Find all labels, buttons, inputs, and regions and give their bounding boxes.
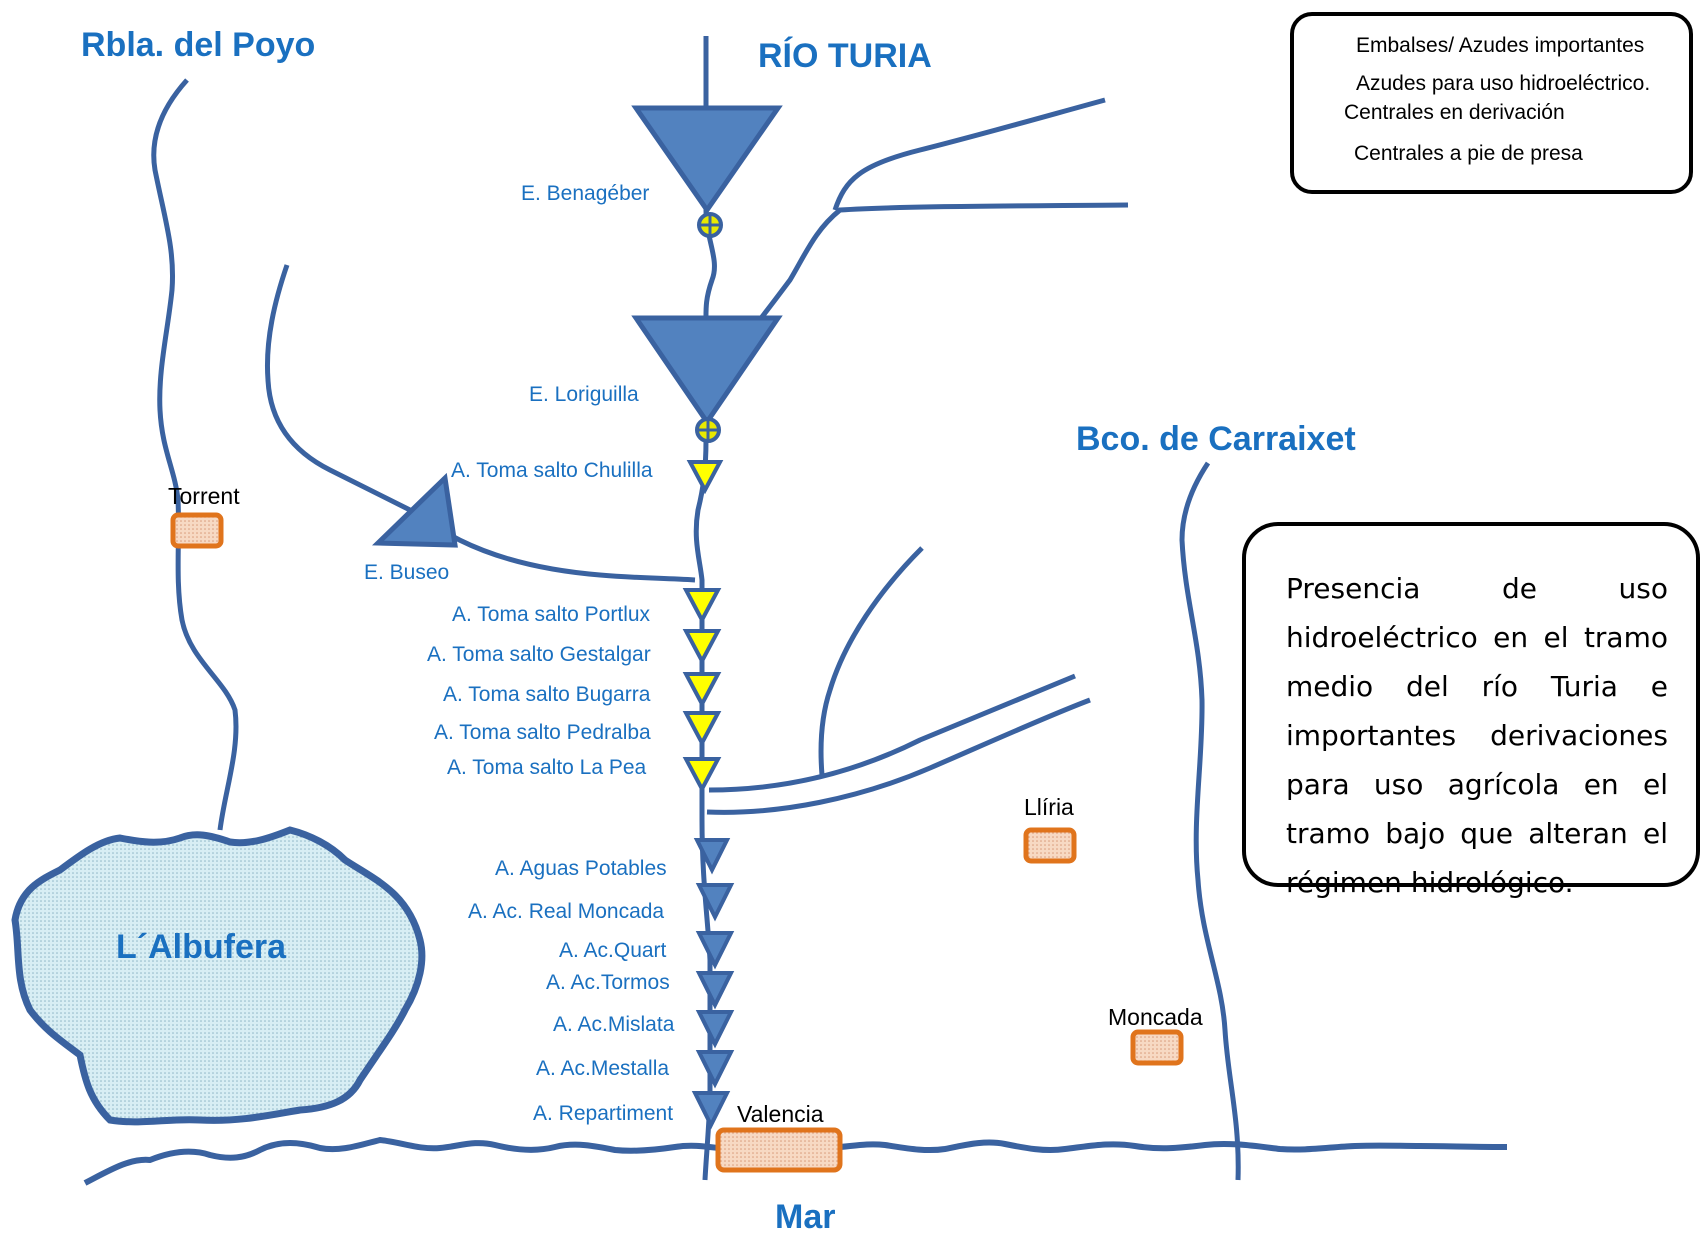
canal-lower bbox=[706, 697, 1091, 815]
weir-aguas-potables-icon bbox=[693, 838, 731, 875]
weir-real-moncada-icon bbox=[695, 883, 735, 922]
label-pedralba: A. Toma salto Pedralba bbox=[434, 721, 651, 744]
weir-tormos-icon bbox=[695, 971, 735, 1010]
label-tormos: A. Ac.Tormos bbox=[546, 971, 670, 994]
title-turia: RÍO TURIA bbox=[758, 37, 932, 75]
weir-gestalgar-icon bbox=[682, 629, 722, 666]
rambla-poyo-river bbox=[151, 78, 239, 831]
label-real-moncada: A. Ac. Real Moncada bbox=[468, 900, 665, 923]
weir-mislata-icon bbox=[695, 1010, 735, 1049]
town-torrent-marker bbox=[170, 512, 224, 549]
weir-chulilla-icon bbox=[686, 460, 724, 495]
right-tributary bbox=[818, 546, 924, 776]
town-valencia-marker bbox=[715, 1127, 843, 1173]
town-lliria-marker bbox=[1023, 827, 1077, 864]
label-moncada: Moncada bbox=[1108, 1004, 1203, 1030]
legend-plants-label: Centrales a pie de presa bbox=[1354, 142, 1583, 165]
canal-upper bbox=[708, 673, 1076, 793]
legend-box bbox=[1290, 12, 1693, 194]
label-repartiment: A. Repartiment bbox=[533, 1102, 674, 1125]
label-lapea: A. Toma salto La Pea bbox=[447, 756, 647, 779]
legend-reservoirs-label: Embalses/ Azudes importantes bbox=[1356, 34, 1645, 57]
albufera-lake bbox=[11, 826, 426, 1126]
label-bugarra: A. Toma salto Bugarra bbox=[443, 683, 651, 706]
label-buseo: E. Buseo bbox=[364, 561, 450, 584]
weir-portlux-icon bbox=[682, 588, 722, 625]
label-loriguilla: E. Loriguilla bbox=[529, 383, 639, 406]
title-mar: Mar bbox=[775, 1198, 836, 1236]
label-mislata: A. Ac.Mislata bbox=[553, 1013, 675, 1036]
weir-mestalla-icon bbox=[695, 1050, 735, 1089]
label-torrent: Torrent bbox=[168, 483, 240, 509]
label-aguas-potables: A. Aguas Potables bbox=[495, 857, 667, 880]
weir-lapea-icon bbox=[682, 757, 722, 794]
label-benageber: E. Benagéber bbox=[521, 182, 650, 205]
buseo-tributary bbox=[264, 264, 696, 583]
plant-loriguilla-icon bbox=[695, 417, 721, 443]
title-albufera: L´Albufera bbox=[116, 928, 286, 966]
label-portlux: A. Toma salto Portlux bbox=[452, 603, 651, 626]
carraixet-river bbox=[1179, 461, 1241, 1181]
reservoir-loriguilla bbox=[631, 315, 783, 427]
upper-tributary-2 bbox=[738, 202, 1129, 347]
label-valencia: Valencia bbox=[737, 1101, 824, 1127]
label-chulilla: A. Toma salto Chulilla bbox=[451, 459, 653, 482]
upper-tributary-1 bbox=[832, 97, 1106, 211]
label-lliria: Llíria bbox=[1024, 794, 1074, 820]
town-moncada-marker bbox=[1130, 1029, 1184, 1066]
reservoir-buseo bbox=[371, 472, 458, 548]
title-poyo: Rbla. del Poyo bbox=[81, 26, 316, 64]
note-text: Presencia de uso hidroeléctrico en el tr… bbox=[1286, 572, 1668, 899]
weir-pedralba-icon bbox=[682, 711, 722, 748]
turia-river bbox=[693, 36, 717, 1181]
legend-weirs-label-2: Centrales en derivación bbox=[1344, 101, 1565, 124]
weir-quart-icon bbox=[695, 931, 735, 970]
weir-bugarra-icon bbox=[682, 672, 722, 709]
note-box: Presencia de uso hidroeléctrico en el tr… bbox=[1242, 522, 1700, 899]
label-mestalla: A. Ac.Mestalla bbox=[536, 1057, 670, 1080]
title-carraixet: Bco. de Carraixet bbox=[1076, 420, 1356, 458]
reservoir-benageber bbox=[631, 105, 783, 215]
weir-repartiment-icon bbox=[691, 1091, 731, 1130]
plant-benageber-icon bbox=[697, 212, 723, 238]
label-quart: A. Ac.Quart bbox=[559, 939, 667, 962]
legend-weirs-label-1: Azudes para uso hidroeléctrico. bbox=[1356, 72, 1651, 95]
label-gestalgar: A. Toma salto Gestalgar bbox=[427, 643, 651, 666]
